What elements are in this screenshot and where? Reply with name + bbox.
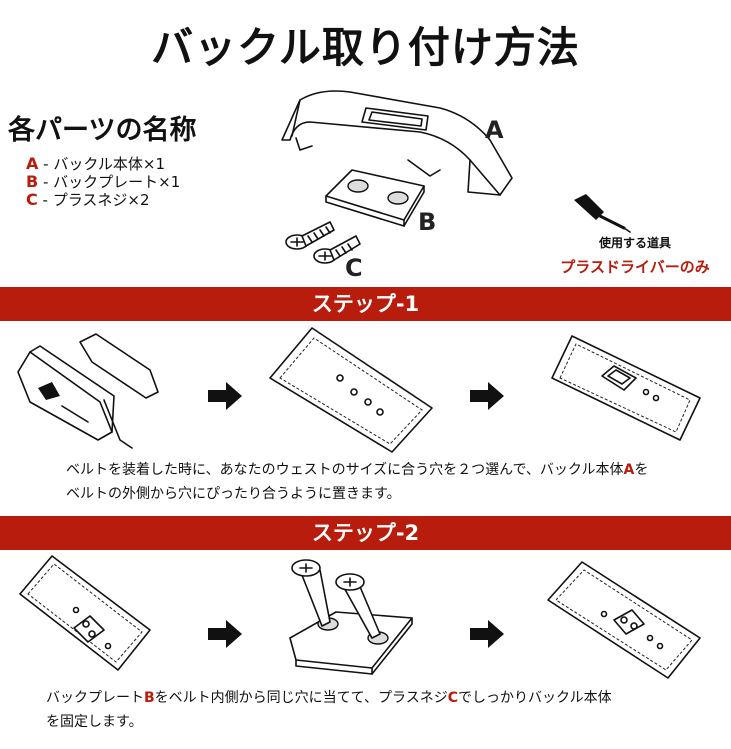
step1-text: を xyxy=(634,462,649,478)
step2-final-belt-drawing xyxy=(547,561,701,679)
step1-arrow-2 xyxy=(470,382,504,410)
step2-illustration xyxy=(19,555,701,679)
parts-item-c: C - プラスネジ×2 xyxy=(26,191,180,209)
step1-description: ベルトを装着した時に、あなたのウェストのサイズに合う穴を２つ選んで、バックル本体… xyxy=(66,458,648,506)
step2-text: でしっかりバックル本体 xyxy=(457,690,612,706)
step1-highlight: A xyxy=(623,462,635,478)
step1-header: ステップ-1 xyxy=(0,287,731,321)
step2-arrow-1 xyxy=(208,620,242,648)
step2-header: ステップ-2 xyxy=(0,516,731,550)
buckle-body-a-drawing xyxy=(281,90,513,196)
step2-description: バックプレートBをベルト内側から同じ穴に当てて、プラスネジCでしっかりバックル本… xyxy=(46,686,612,734)
parts-letter: C xyxy=(26,190,38,209)
step1-line-1: ベルトを装着した時に、あなたのウェストのサイズに合う穴を２つ選んで、バックル本体… xyxy=(66,458,648,482)
step1-arrow-1 xyxy=(208,382,242,410)
parts-item-a: A - バックル本体×1 xyxy=(26,155,180,173)
step2-highlight: C xyxy=(447,690,458,706)
step1-buckle-drawing xyxy=(17,333,159,449)
step1-line-2: ベルトの外側から穴にぴったり合うように置きます。 xyxy=(66,486,401,502)
step2-screws-plate-drawing xyxy=(289,559,413,675)
parts-list: A - バックル本体×1 B - バックプレート×1 C - プラスネジ×2 xyxy=(26,155,180,209)
step2-arrow-2 xyxy=(470,620,504,648)
label-c: C xyxy=(345,254,363,282)
buckle-parts-illustration xyxy=(281,90,631,264)
step2-text: バックプレート xyxy=(46,690,144,706)
parts-letter: A xyxy=(26,154,39,173)
step1-illustration xyxy=(17,327,701,453)
step2-highlight: B xyxy=(144,690,155,706)
step2-text: をベルト内側から同じ穴に当てて、プラスネジ xyxy=(154,690,448,706)
step1-belt-drawing xyxy=(269,327,433,453)
back-plate-b-drawing xyxy=(325,169,425,227)
parts-text: - バックプレート×1 xyxy=(42,173,181,191)
parts-item-b: B - バックプレート×1 xyxy=(26,173,180,191)
parts-text: - バックル本体×1 xyxy=(43,155,166,173)
screws-c-drawing xyxy=(285,221,361,264)
step1-text: ベルトを装着した時に、あなたのウェストのサイズに合う穴を２つ選んで、バックル本体 xyxy=(66,462,624,478)
parts-heading: 各パーツの名称 xyxy=(8,115,197,146)
step2-belt-with-plate-drawing xyxy=(19,555,151,671)
tool-caption: 使用する道具 xyxy=(598,236,671,250)
step2-line-2: を固定します。 xyxy=(46,714,143,730)
parts-text: - プラスネジ×2 xyxy=(42,191,150,209)
parts-letter: B xyxy=(26,172,39,191)
label-a: A xyxy=(485,116,504,144)
screwdriver-drawing xyxy=(574,194,631,233)
label-b: B xyxy=(418,208,437,236)
step2-line-1: バックプレートBをベルト内側から同じ穴に当てて、プラスネジCでしっかりバックル本… xyxy=(46,686,612,710)
page-title: バックル取り付け方法 xyxy=(151,23,580,72)
step1-belt-with-buckle-drawing xyxy=(551,335,701,441)
tool-name: プラスドライバーのみ xyxy=(560,258,710,276)
